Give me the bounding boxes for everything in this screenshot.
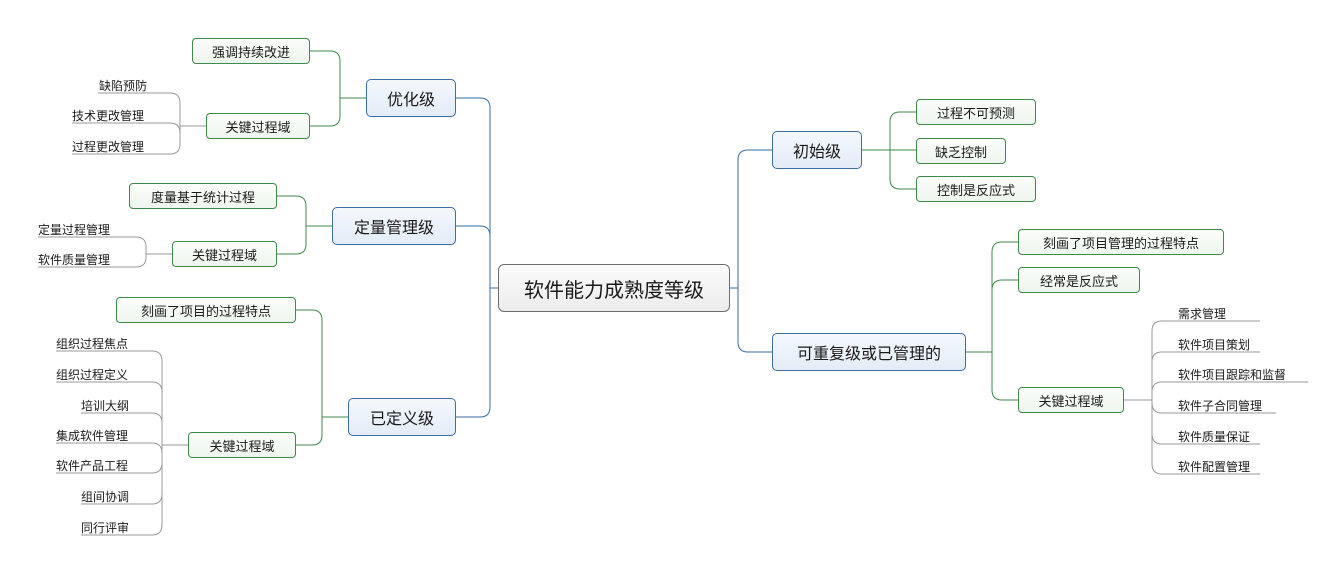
leaf-training-program[interactable]: 培训大纲 [81,398,130,413]
subtopic-lack-of-control[interactable]: 缺乏控制 [916,138,1006,164]
leaf-defect-prevention[interactable]: 缺陷预防 [99,78,148,93]
topic-optimizing-level[interactable]: 优化级 [366,79,456,117]
connector-line-7 [862,149,916,190]
connector-line-9 [966,279,1018,353]
connector-line-32 [296,309,348,418]
connector-line-13 [1124,351,1178,401]
connector-line-15 [1124,381,1178,401]
connector-line-27 [72,125,206,155]
leaf-software-product-engineering[interactable]: 软件产品工程 [56,458,129,473]
subtopic-key-process-areas-repeatable[interactable]: 关键过程域 [1018,387,1124,413]
leaf-technology-change-management[interactable]: 技术更改管理 [72,108,145,123]
leaf-configuration-management[interactable]: 软件配置管理 [1178,459,1251,474]
connector-line-11 [1124,320,1178,401]
root-topic[interactable]: 软件能力成熟度等级 [498,264,730,312]
connector-line-23 [310,50,366,99]
connector-line-36 [81,412,188,446]
connector-line-28 [277,195,332,227]
subtopic-key-process-areas-managed[interactable]: 关键过程域 [172,241,277,267]
subtopic-reactive-control[interactable]: 控制是反应式 [916,176,1036,202]
leaf-organization-process-definition[interactable]: 组织过程定义 [56,367,129,382]
leaf-software-quality-management[interactable]: 软件质量管理 [38,252,111,267]
leaf-process-change-management[interactable]: 过程更改管理 [72,139,145,154]
connector-line-19 [1124,399,1178,445]
connector-line-34 [56,350,188,446]
leaf-project-tracking-oversight[interactable]: 软件项目跟踪和监督 [1178,367,1287,382]
connector-line-2 [456,97,498,289]
subtopic-project-process-traits[interactable]: 刻画了项目的过程特点 [116,297,296,323]
topic-repeatable-level[interactable]: 可重复级或已管理的 [772,333,966,371]
connector-line-30 [38,236,172,255]
connector-line-24 [310,97,366,127]
connector-line-31 [38,253,172,268]
subtopic-key-process-areas-defined[interactable]: 关键过程域 [188,432,296,458]
subtopic-continuous-improvement[interactable]: 强调持续改进 [192,38,310,64]
connector-line-1 [730,287,772,353]
connector-line-4 [456,287,498,418]
subtopic-often-reactive[interactable]: 经常是反应式 [1018,267,1140,293]
leaf-integrated-software-management[interactable]: 集成软件管理 [56,428,129,443]
connector-line-3 [456,225,498,289]
topic-initial-level[interactable]: 初始级 [772,131,862,169]
connector-line-26 [72,122,206,134]
subtopic-unpredictable-process[interactable]: 过程不可预测 [916,99,1036,125]
connector-line-21 [1124,399,1178,475]
connector-line-25 [98,92,206,127]
connector-line-0 [730,149,772,289]
topic-defined-level[interactable]: 已定义级 [348,398,456,436]
leaf-quantitative-process-management[interactable]: 定量过程管理 [38,222,111,237]
subtopic-project-management-traits[interactable]: 刻画了项目管理的过程特点 [1018,229,1224,255]
subtopic-key-process-areas-optimizing[interactable]: 关键过程域 [206,113,310,139]
leaf-quality-assurance[interactable]: 软件质量保证 [1178,429,1251,444]
connector-line-10 [966,351,1018,401]
leaf-software-project-planning[interactable]: 软件项目策划 [1178,337,1251,352]
topic-quantitative-managed-level[interactable]: 定量管理级 [332,207,456,245]
connector-line-8 [966,241,1018,353]
connector-line-29 [277,225,332,255]
connector-line-5 [862,111,916,151]
leaf-subcontract-management[interactable]: 软件子合同管理 [1178,398,1263,413]
leaf-intergroup-coordination[interactable]: 组间协调 [81,489,130,504]
connector-line-33 [296,416,348,446]
connector-line-40 [81,444,188,536]
leaf-requirements-management[interactable]: 需求管理 [1178,306,1227,321]
leaf-peer-reviews[interactable]: 同行评审 [81,520,130,535]
connector-line-17 [1124,399,1178,414]
subtopic-statistical-measurement[interactable]: 度量基于统计过程 [129,183,277,209]
leaf-organization-process-focus[interactable]: 组织过程焦点 [56,336,129,351]
connector-line-35 [56,381,188,446]
